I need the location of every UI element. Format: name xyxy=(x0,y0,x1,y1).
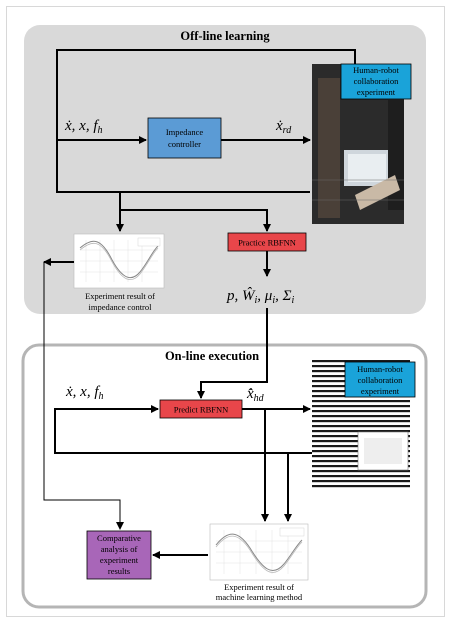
impedance-caption-line2: impedance control xyxy=(88,302,152,312)
hrc-top-line2: collaboration xyxy=(354,76,400,86)
comparative-line3: experiment xyxy=(100,555,139,565)
impedance-line2: controller xyxy=(168,139,201,149)
impedance-line1: Impedance xyxy=(166,127,204,137)
hrc-top-line3: experiment xyxy=(357,87,396,97)
inputs-bottom-label: ẋ, x, fh xyxy=(65,384,103,402)
comparative-line1: Comparative xyxy=(97,533,141,543)
impedance-caption-line1: Experiment result of xyxy=(85,291,155,301)
rbfnn-params-label: p, Ŵi, μi, Σi xyxy=(226,287,295,306)
practice-rbfnn-label: Practice RBFNN xyxy=(238,238,296,248)
impedance-result-plot xyxy=(74,234,164,288)
online-title: On-line execution xyxy=(165,349,259,363)
predict-rbfnn-label: Predict RBFNN xyxy=(174,405,229,415)
impedance-controller-box xyxy=(148,118,221,158)
ml-caption-line1: Experiment result of xyxy=(224,582,294,592)
inputs-top-label: ẋ, x, fh xyxy=(64,118,102,136)
offline-title: Off-line learning xyxy=(180,29,270,43)
hrc-top-line1: Human-robot xyxy=(353,65,399,75)
hrc-bottom-line1: Human-robot xyxy=(357,364,403,374)
comparative-line2: analysis of xyxy=(101,544,138,554)
hrc-bottom-line2: collaboration xyxy=(358,375,404,385)
comparative-line4: results xyxy=(108,566,130,576)
ml-caption-line2: machine learning method xyxy=(216,592,303,602)
ml-result-plot xyxy=(210,524,308,580)
hrc-bottom-line3: experiment xyxy=(361,386,400,396)
